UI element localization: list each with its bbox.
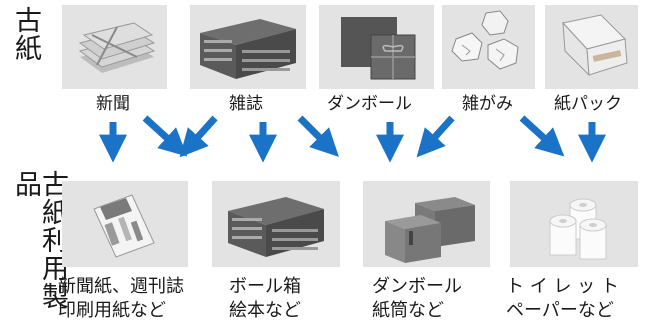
product-caption-boxes-line1: ボール箱 (229, 276, 301, 297)
magazine-stack-icon (200, 19, 296, 79)
arrow-magazine-to-printing (179, 115, 218, 158)
book-box (212, 181, 340, 267)
magazine-box (190, 5, 306, 89)
cardboard-box (319, 5, 434, 89)
product-caption-cardboard-line2: 紙筒など (372, 300, 444, 321)
cardboard-boxes-icon (385, 197, 475, 263)
mixed-paper-box (442, 5, 535, 89)
printed-paper-icon (93, 194, 155, 258)
source-label-cardboard: ダンボール (327, 94, 412, 114)
product-caption-cardboard: ダンボール 紙筒など (372, 275, 462, 323)
product-caption-toilet: ト イ レ ッ ト ペーパーなど (506, 275, 619, 323)
printing-paper-box (62, 181, 188, 267)
cardboard-bundle-icon (341, 17, 416, 80)
arrow-mixed-to-toilet (519, 115, 565, 157)
source-label-magazine: 雑誌 (229, 94, 263, 114)
paper-carton-box (545, 5, 638, 89)
product-caption-boxes-line2: 絵本など (229, 300, 301, 321)
toilet-paper-box (510, 181, 638, 267)
newspaper-stack-icon (78, 22, 156, 73)
arrow-newspaper-to-boxes (142, 115, 188, 157)
book-stack-icon (228, 197, 324, 257)
product-caption-printing: 新聞紙、週刊誌 印刷用紙など (58, 275, 184, 323)
newspaper-box (62, 5, 167, 89)
raw-material-label: 古紙 (10, 6, 41, 62)
product-caption-printing-line1: 新聞紙、週刊誌 (58, 276, 184, 297)
toilet-paper-icon (549, 198, 607, 260)
product-caption-toilet-line1: ト イ レ ッ ト (506, 276, 619, 297)
source-label-paper-carton: 紙パック (554, 94, 622, 114)
source-label-mixed-paper: 雑がみ (462, 94, 513, 114)
milk-carton-icon (562, 14, 628, 77)
product-caption-toilet-line2: ペーパーなど (506, 300, 614, 321)
arrow-magazine-to-cardboard (297, 115, 339, 157)
source-label-newspaper: 新聞 (96, 94, 130, 114)
product-caption-cardboard-line1: ダンボール (372, 276, 462, 297)
product-caption-boxes: ボール箱 絵本など (229, 275, 301, 323)
product-caption-printing-line2: 印刷用紙など (58, 300, 166, 321)
cardboard-product-box (363, 181, 490, 267)
crumpled-paper-icon (451, 10, 519, 70)
arrow-mixed-to-cardboard (416, 115, 455, 158)
